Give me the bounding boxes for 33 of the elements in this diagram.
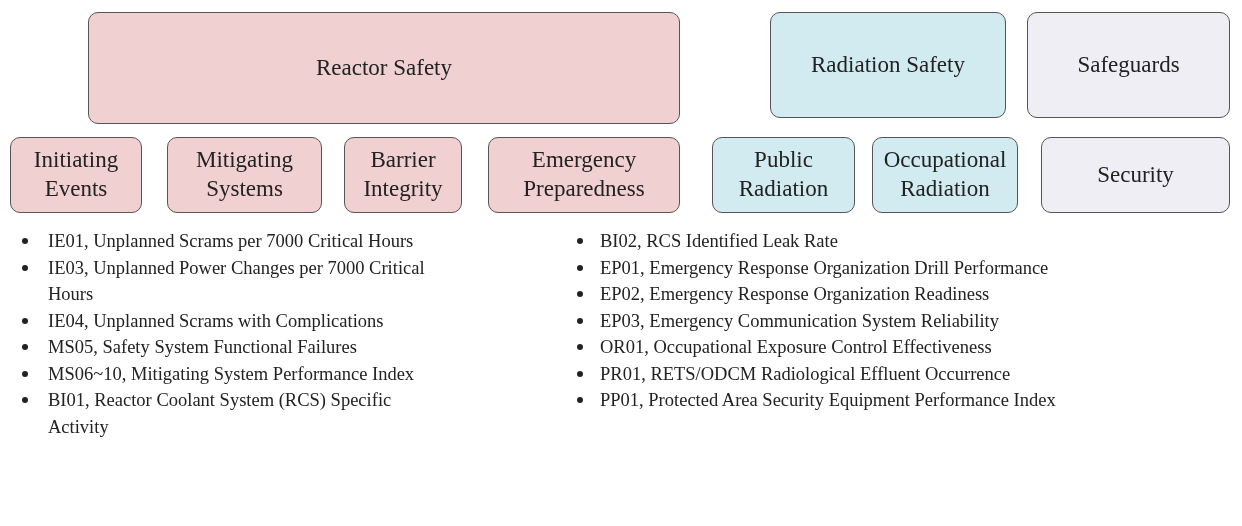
box-label: Barrier Integrity [362,146,444,203]
list-text: IE04, Unplanned Scrams with Complications [48,309,384,333]
box-label: Reactor Safety [316,53,452,82]
list-text: BI01, Reactor Coolant System (RCS) Specific Activity [48,389,393,439]
list-text: EP01, Emergency Response Organization Drill Performance [600,256,1049,280]
box-label: Safeguards [1077,50,1180,79]
box-label: Public Radiation [737,146,830,203]
box-label: Mitigating Systems [194,146,295,203]
box-label: Radiation Safety [811,50,965,79]
list-text: OR01, Occupational Exposure Control Effectiveness [600,336,992,359]
box-label: Emergency Preparedness [522,146,646,203]
box-label: Initiating Events [32,146,120,203]
category-box [872,137,1018,213]
category-box [10,137,142,213]
box-label: Occupational Radiation [882,146,1008,203]
box-label: Security [1097,160,1174,189]
category-box [712,137,855,213]
list-text: EP03, Emergency Communication System Reliability [600,309,999,333]
category-box [1027,12,1230,118]
list-text: PR01, RETS/ODCM Radiological Effluent Occurrence [600,362,1011,386]
list-text: MS06~10, Mitigating System Performance Index [48,362,415,386]
category-box [1041,137,1230,213]
category-box [167,137,322,213]
list-text: MS05, Safety System Functional Failures [48,336,357,359]
category-box [88,12,680,124]
category-box [344,137,462,213]
list-text: BI02, RCS Identified Leak Rate [600,230,838,253]
category-box [488,137,680,213]
list-text: PP01, Protected Area Security Equipment Performance Index [600,389,1056,412]
list-text: IE03, Unplanned Power Changes per 7000 Critical Hours [48,256,426,306]
category-box [770,12,1006,118]
list-text: IE01, Unplanned Scrams per 7000 Critical Hours [48,230,414,253]
list-text: EP02, Emergency Response Organization Readiness [600,283,990,306]
